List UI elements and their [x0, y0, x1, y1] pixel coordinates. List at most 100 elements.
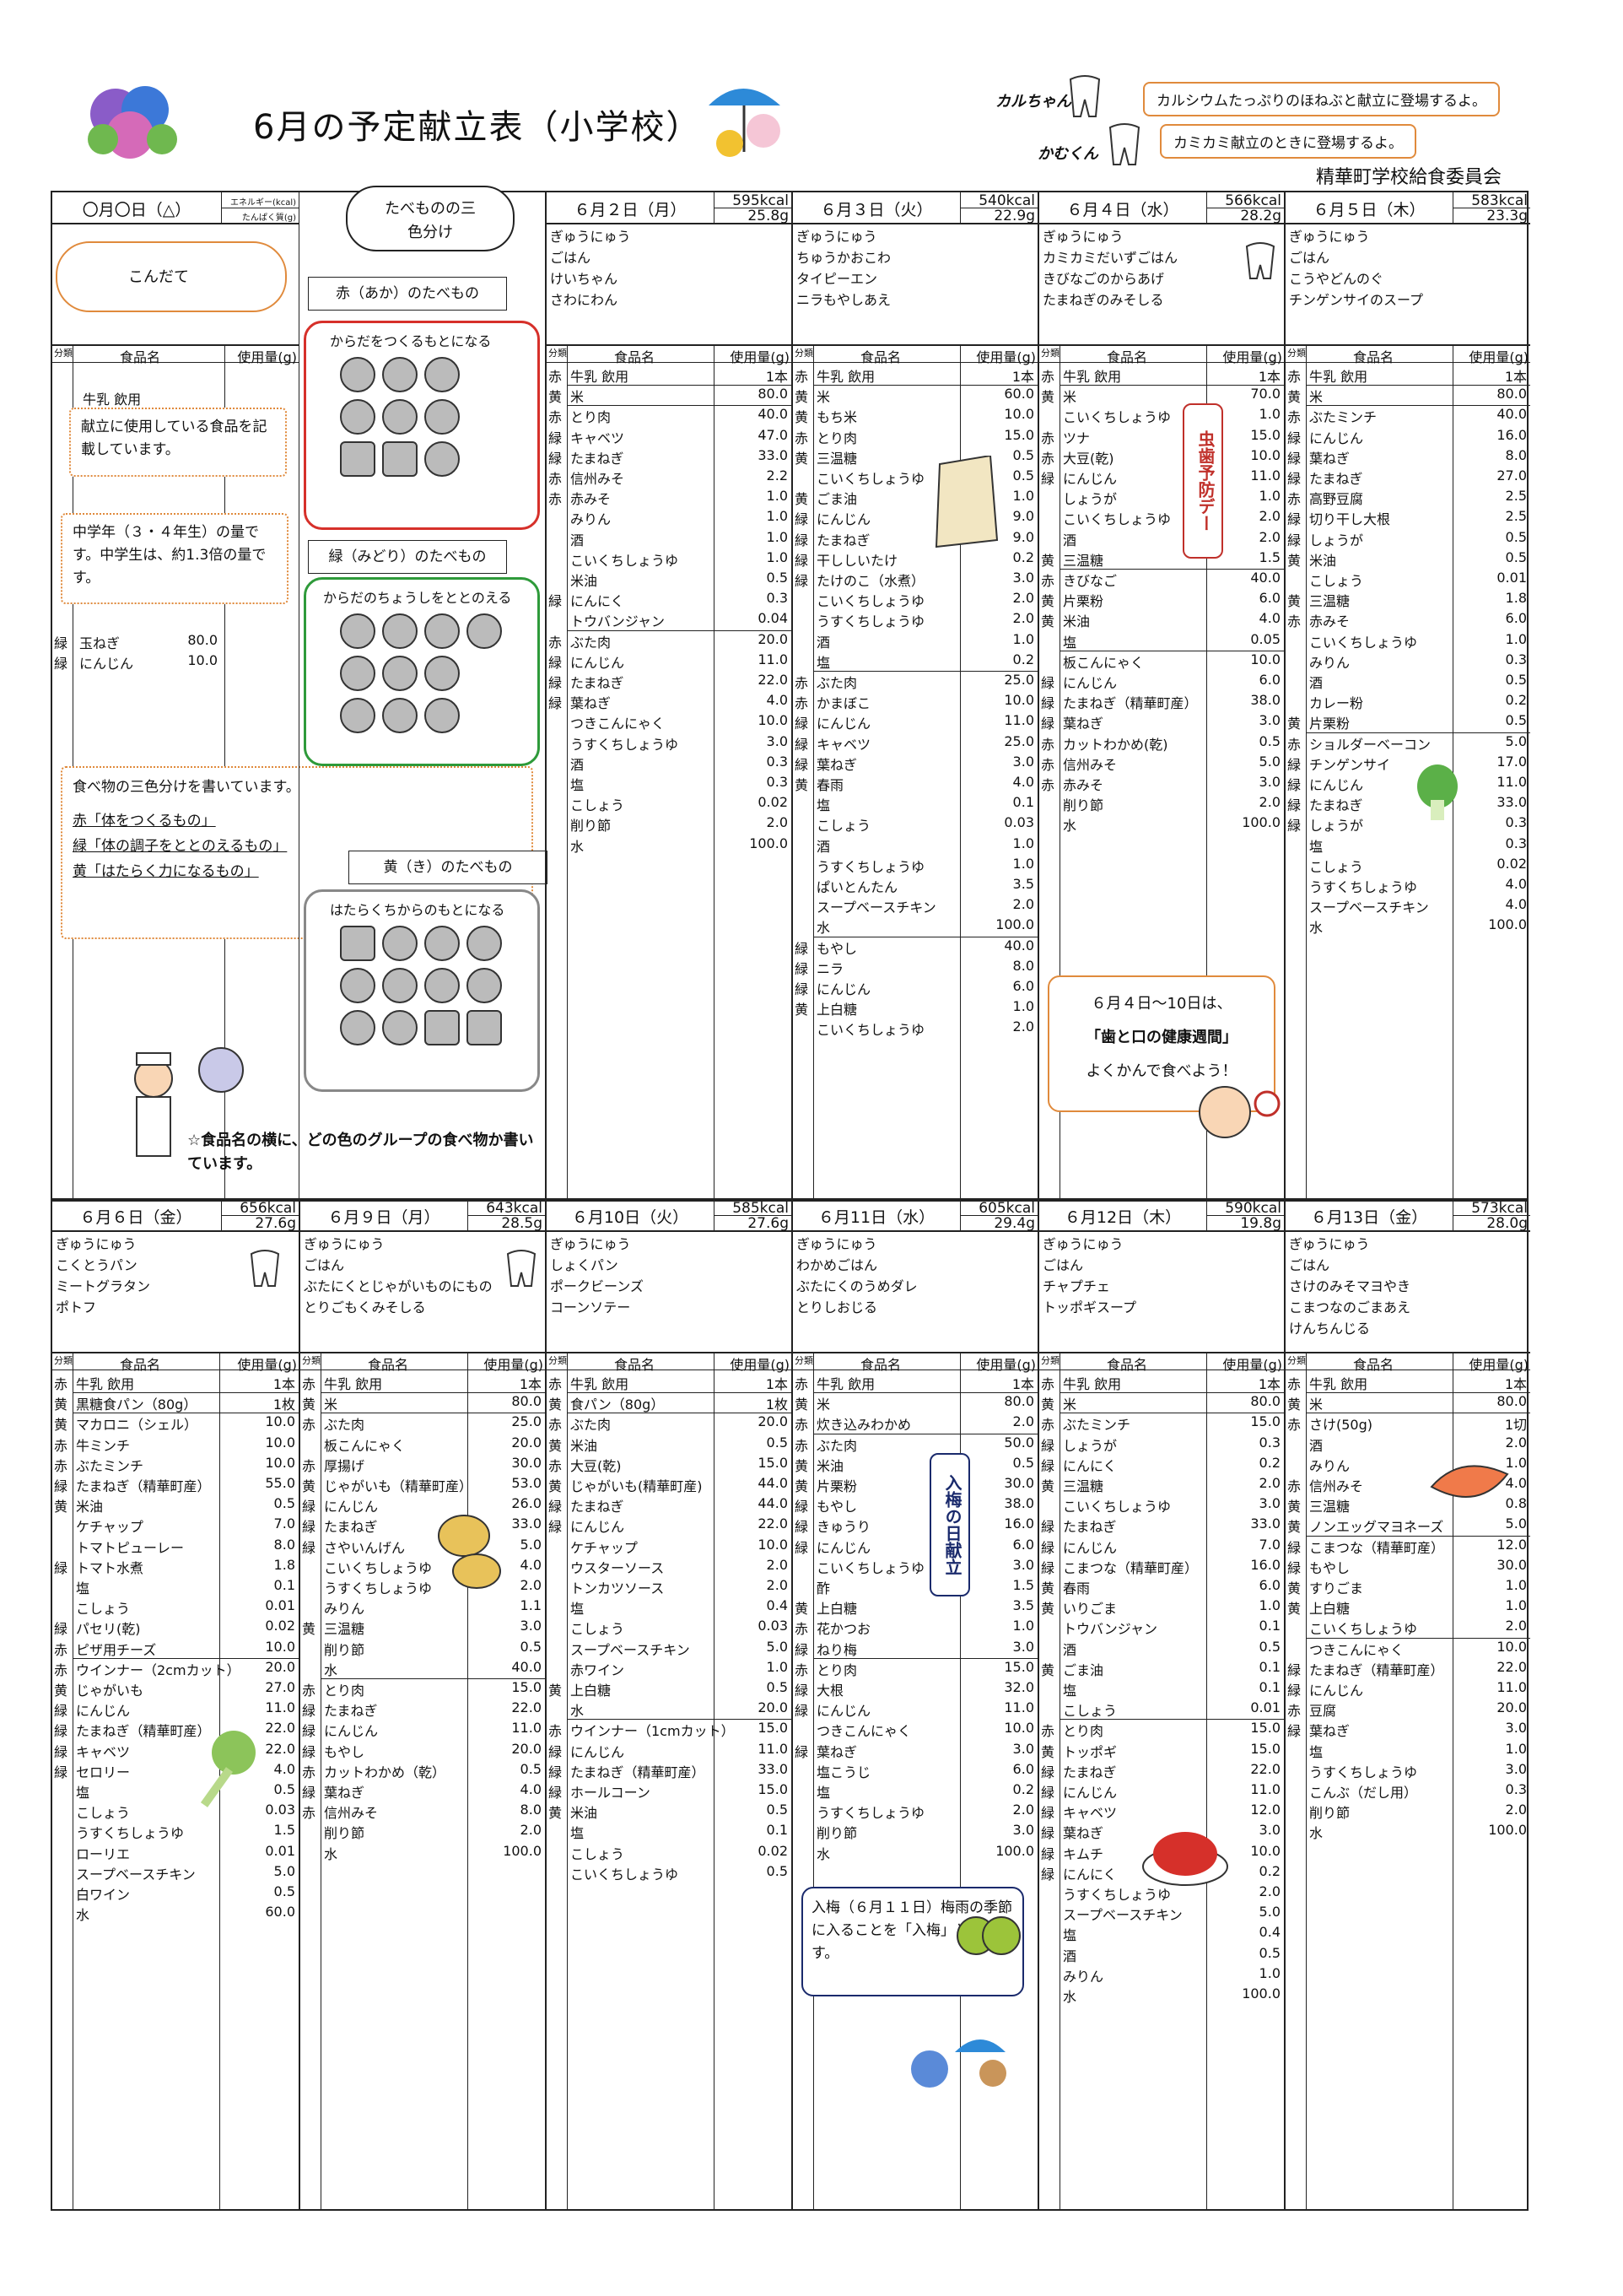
ingredient-row: 黄黒糖食パン（80g）1枚	[52, 1392, 299, 1413]
food-amount: 6.0	[1259, 672, 1281, 688]
ki-label: 黄（き）のたべもの	[348, 851, 547, 884]
midori-label: 緑（みどり）のたべもの	[308, 540, 507, 574]
food-group: 黄	[1041, 1601, 1055, 1618]
menu-dish: ごはん	[304, 1257, 345, 1273]
food-group: 緑	[548, 429, 563, 446]
food-name: スープベースチキン	[76, 1866, 196, 1883]
food-name: トマト水煮	[76, 1559, 144, 1576]
food-name: 板こんにゃく	[324, 1437, 406, 1454]
food-name: トウバンジャン	[1063, 1621, 1158, 1638]
karu-speech: カルシウムたっぷりのほねぶと献立に登場するよ。	[1143, 82, 1500, 116]
food-name: こいくちしょうゆ	[570, 1866, 679, 1883]
food-amount: 0.5	[1012, 467, 1034, 484]
food-group: 赤	[548, 1723, 563, 1740]
food-group: 緑	[795, 1683, 809, 1699]
food-name: たまねぎ	[1063, 1519, 1117, 1536]
day-date: ６月６日（金）	[79, 1208, 192, 1227]
day-protein: 27.6g	[747, 1215, 789, 1232]
food-name: 干ししいたけ	[817, 552, 898, 569]
food-group: 緑	[795, 940, 809, 957]
food-name: キャベツ	[570, 429, 625, 446]
food-amount: 0.5	[1505, 528, 1527, 545]
food-name: こいくちしょうゆ	[1309, 1621, 1418, 1638]
food-name: 削り節	[324, 1641, 365, 1658]
col-amount-header: 使用量(g)	[1469, 1357, 1529, 1373]
menu-dish: ぶたにくのうめダレ	[796, 1278, 918, 1294]
rice-bag-icon	[931, 454, 999, 548]
food-group: 黄	[795, 491, 809, 508]
menu-dish: けんちんじる	[1289, 1321, 1371, 1337]
food-name: 厚揚げ	[324, 1457, 365, 1474]
food-name: ごま油	[817, 491, 858, 508]
food-name: 水	[324, 1845, 338, 1862]
food-amount: 2.5	[1505, 488, 1527, 505]
food-group: 赤	[795, 1437, 809, 1454]
day-kcal: 540kcal	[979, 192, 1035, 209]
food-group: 赤	[1041, 777, 1055, 793]
food-group: 黄	[795, 450, 809, 467]
day-date: ６月10日（火）	[571, 1208, 689, 1227]
food-name: もやし	[817, 1499, 858, 1515]
food-amount: 0.3	[766, 753, 788, 770]
food-group: 緑	[1041, 1519, 1055, 1536]
food-name: 水	[817, 1845, 831, 1862]
food-name: 米油	[817, 1457, 844, 1474]
food-group: 赤	[1287, 736, 1302, 753]
food-amount: 1.5	[1259, 548, 1281, 565]
food-group: 黄	[54, 1683, 68, 1699]
food-amount: 0.01	[1496, 570, 1527, 586]
food-name: 米	[817, 1397, 831, 1413]
food-group: 緑	[1287, 429, 1302, 446]
food-name: 塩	[1309, 838, 1324, 855]
day-protein: 22.9g	[994, 208, 1035, 224]
food-name: 水	[570, 1703, 585, 1720]
food-name: かまぼこ	[817, 695, 871, 712]
bread-roll-icon	[424, 968, 460, 1003]
food-group: 黄	[302, 1397, 316, 1413]
food-amount: 38.0	[1004, 1495, 1034, 1512]
food-name: しょうが	[1063, 1437, 1118, 1454]
food-name: こしょう	[1063, 1703, 1118, 1720]
sample-item: 牛乳 飲用	[83, 392, 142, 408]
fish-icon	[340, 399, 375, 435]
food-name: 黒糖食パン（80g）	[76, 1397, 197, 1413]
food-group: 赤	[1041, 573, 1055, 589]
food-name: ぶたミンチ	[1063, 1417, 1131, 1434]
three-colors-title: たべものの三色分け	[385, 200, 476, 241]
col-group-header: 分類	[1287, 1355, 1306, 1366]
food-name: 米	[1309, 389, 1324, 406]
pumpkin-icon	[424, 698, 460, 733]
food-name: 葉ねぎ	[817, 1743, 858, 1760]
food-amount: 6.0	[1012, 1760, 1034, 1777]
food-amount: 50.0	[1004, 1434, 1034, 1451]
food-amount: 22.0	[265, 1740, 295, 1757]
menu-dish: ニラもやしあえ	[796, 292, 892, 308]
food-amount: 2.0	[1259, 528, 1281, 545]
food-amount: 11.0	[1004, 712, 1034, 729]
food-amount: 3.0	[1505, 1760, 1527, 1777]
food-amount: 3.0	[1259, 712, 1281, 729]
food-group: 赤	[1041, 429, 1055, 446]
col-name-header: 食品名	[120, 349, 161, 365]
food-name: トウバンジャン	[570, 613, 666, 630]
